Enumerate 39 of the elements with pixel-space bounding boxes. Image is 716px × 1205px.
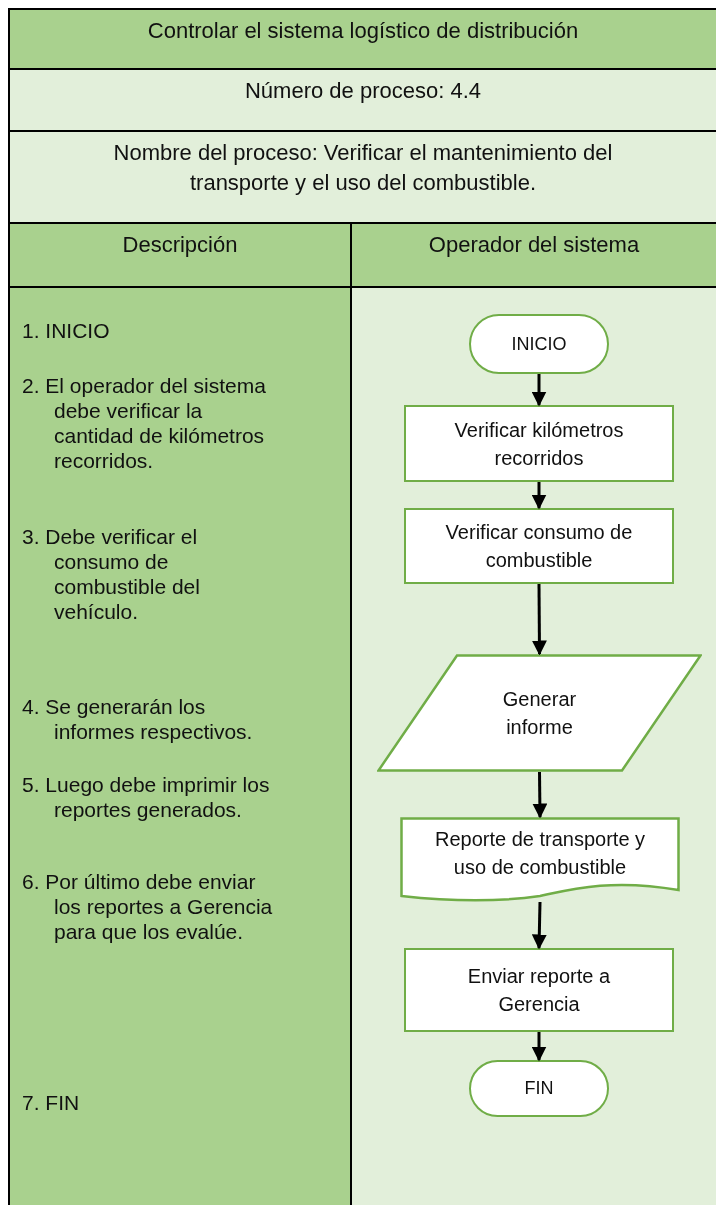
process-box xyxy=(404,405,674,482)
step-description: 1. INICIO xyxy=(22,318,111,343)
text: Enviar reporte a Gerencia xyxy=(466,964,612,1017)
header-cell xyxy=(8,68,716,130)
arrow xyxy=(532,772,548,819)
step-description: 5. Luego debe imprimir los reportes generados. xyxy=(22,772,271,822)
data-parallelogram xyxy=(377,654,702,772)
text: Número de proceso: 4.4 xyxy=(245,77,481,105)
arrow xyxy=(531,584,547,656)
title-cell xyxy=(8,8,716,68)
step-description: 2. El operador del sistema debe verificar la cantidad de kilómetros recorridos. xyxy=(22,373,267,473)
arrow xyxy=(531,1032,547,1062)
flowchart-cell xyxy=(350,286,716,1205)
step-description: 4. Se generarán los informes respectivos. xyxy=(22,694,254,744)
text: FIN xyxy=(524,1077,554,1100)
terminal-shape xyxy=(469,314,609,374)
column-header-cell xyxy=(350,222,716,286)
column-header-cell xyxy=(8,222,350,286)
document-shape xyxy=(400,817,680,902)
text: Verificar kilómetros recorridos xyxy=(453,417,625,471)
text: Verificar consumo de combustible xyxy=(444,520,634,573)
step-description: 7. FIN xyxy=(22,1090,81,1115)
header-cell xyxy=(8,130,716,222)
arrow xyxy=(531,482,547,510)
text: Nombre del proceso: Verificar el mantenimiento del transporte y el uso del combustible. xyxy=(112,139,614,197)
arrow xyxy=(531,901,547,950)
text: INICIO xyxy=(511,332,567,356)
text: Operador del sistema xyxy=(428,231,640,259)
text: Controlar el sistema logístico de distribución xyxy=(147,17,579,45)
text: Descripción xyxy=(122,231,238,259)
text: Generar informe xyxy=(501,687,578,740)
step-description: 6. Por último debe enviar los reportes a Gerencia para que los evalúe. xyxy=(22,869,274,944)
arrow xyxy=(531,374,547,407)
step-description: 3. Debe verificar el consumo de combustible del vehículo. xyxy=(22,524,201,624)
process-box xyxy=(404,948,674,1032)
description-cell xyxy=(8,286,350,1205)
process-box xyxy=(404,508,674,584)
text: Reporte de transporte y uso de combustible xyxy=(433,826,647,880)
terminal-shape xyxy=(469,1060,609,1117)
